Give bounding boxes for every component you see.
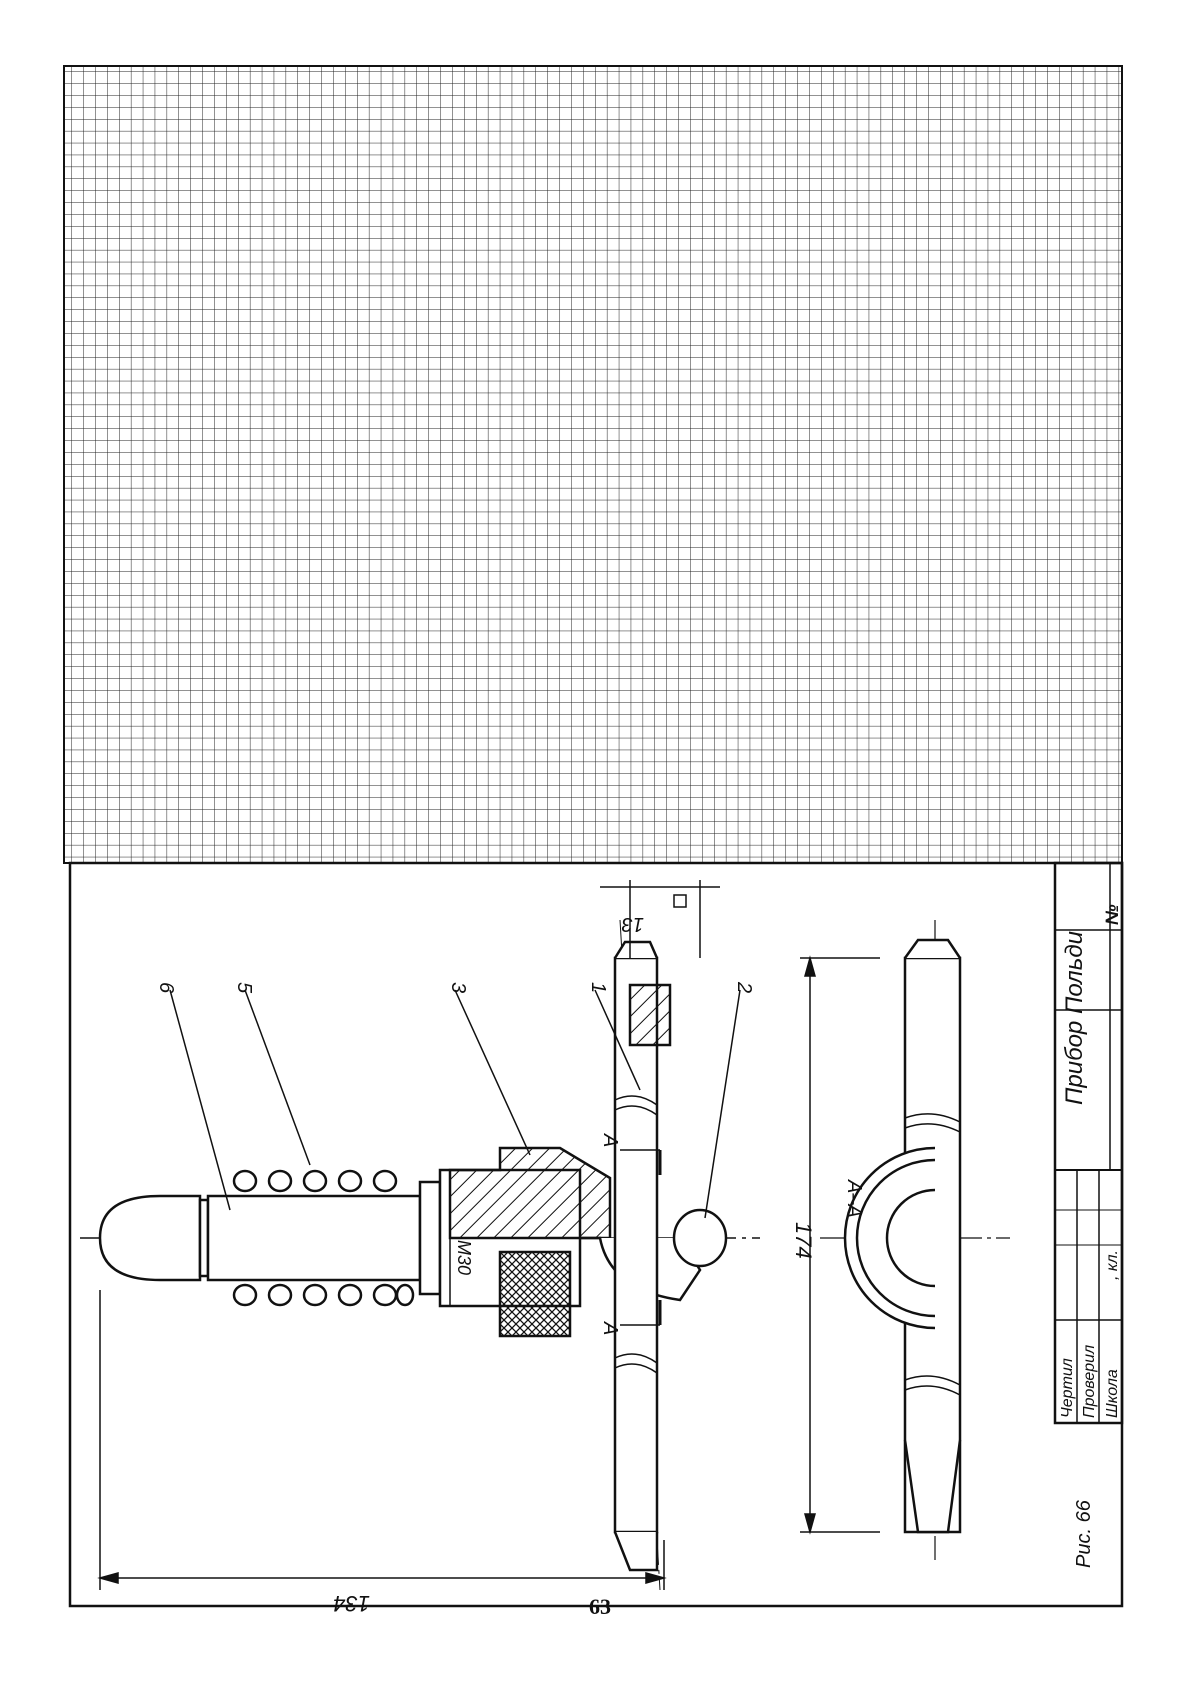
square-section bbox=[628, 983, 672, 1047]
square-symbol-icon bbox=[673, 894, 687, 908]
part-number-1: 1 bbox=[587, 982, 609, 993]
dimension-thread: M30 bbox=[454, 1240, 474, 1275]
figure-caption: Рис. 66 bbox=[1073, 1499, 1095, 1568]
page-number: 63 bbox=[589, 1594, 611, 1619]
part-number-6: 6 bbox=[155, 982, 177, 994]
title-block-frame bbox=[1053, 861, 1124, 1425]
title-block-drawn-by: Чертил bbox=[1059, 1358, 1076, 1418]
title-block-checked-by: Проверил bbox=[1081, 1345, 1098, 1418]
section-mark-lower: А bbox=[599, 1321, 621, 1335]
title-block-title: Прибор Польди bbox=[1061, 931, 1088, 1105]
section-view-a-a bbox=[820, 920, 1010, 1560]
dimension-overall-length: 134 bbox=[333, 1591, 370, 1616]
title-block-number: № bbox=[1102, 904, 1122, 925]
part-number-3: 3 bbox=[447, 982, 469, 993]
section-mark-upper: А bbox=[599, 1133, 621, 1147]
section-marks bbox=[620, 1149, 662, 1326]
dimension-handle-length: 174 bbox=[791, 1222, 816, 1259]
graph-paper-grid bbox=[63, 65, 1123, 864]
dimension-square: 13 bbox=[622, 913, 644, 935]
title-block-class: , кл. bbox=[1104, 1250, 1121, 1280]
part-number-5: 5 bbox=[233, 982, 255, 994]
part-number-2: 2 bbox=[733, 981, 755, 993]
main-assembly-view bbox=[80, 919, 760, 1591]
title-block-school: Школа bbox=[1104, 1369, 1121, 1418]
spring-coils bbox=[232, 1169, 415, 1307]
knurled-nut bbox=[498, 1250, 572, 1338]
leader-lines bbox=[169, 989, 741, 1219]
section-view-label: А–А bbox=[843, 1179, 865, 1218]
dimension-lines bbox=[97, 880, 880, 1590]
